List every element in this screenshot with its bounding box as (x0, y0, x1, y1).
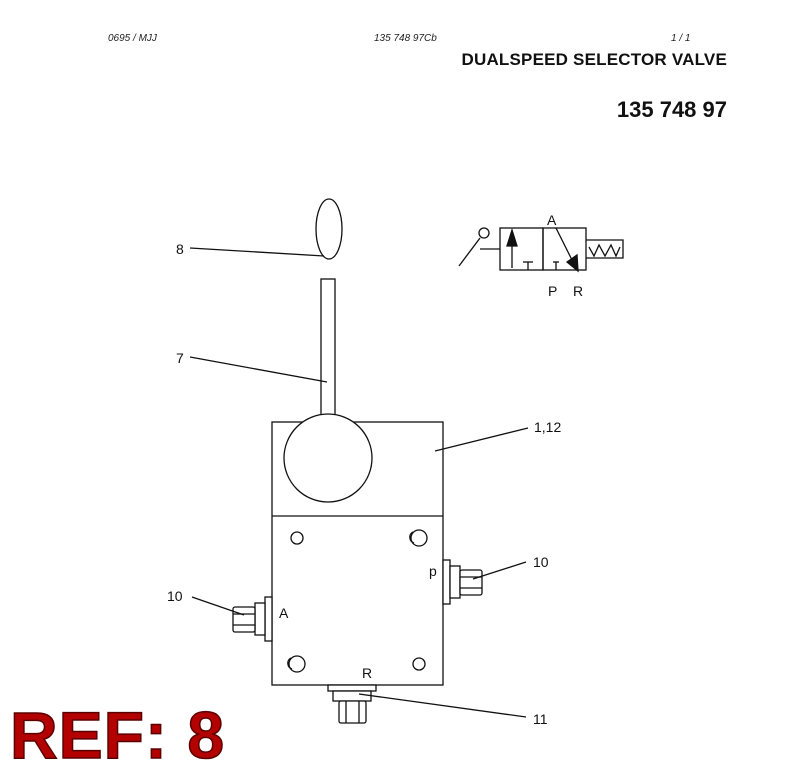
lever-knob (315, 198, 343, 260)
ref-badge: REF: 8 (9, 698, 226, 772)
schematic-label-a: A (547, 212, 557, 228)
port-label-r: R (362, 665, 372, 681)
leader-fitting-left (191, 596, 245, 616)
screw-hole-bottom-left (287, 655, 306, 673)
leader-body (434, 427, 529, 452)
leader-fitting-bottom (358, 693, 527, 718)
port-label-p: p (429, 563, 437, 579)
page-title: DUALSPEED SELECTOR VALVE (461, 50, 727, 69)
lever-hub (283, 413, 373, 503)
screw-hole-top-left (290, 531, 304, 545)
header-doc-code: 0695 / MJJ (108, 33, 157, 44)
fitting-bottom (327, 684, 377, 724)
screw-hole-top-right (409, 529, 428, 547)
callout-knob: 8 (176, 241, 184, 257)
schematic-label-p: P (548, 283, 557, 299)
callout-fitting-left: 10 (167, 588, 183, 604)
leader-lever (189, 356, 328, 383)
callout-lever: 7 (176, 350, 184, 366)
screw-hole-bottom-right (412, 657, 426, 671)
fitting-right (442, 559, 483, 605)
schematic-label-r: R (573, 283, 583, 299)
lever-stem (320, 278, 336, 416)
callout-fitting-right: 10 (533, 554, 549, 570)
valve-schematic-symbol: A P R (458, 212, 624, 299)
leader-fitting-right (472, 561, 527, 580)
port-label-a: A (279, 605, 289, 621)
leader-knob (189, 247, 325, 257)
callout-body: 1,12 (534, 419, 561, 435)
header-page-count: 1 / 1 (671, 33, 691, 44)
fitting-left (232, 596, 273, 642)
part-number: 135 748 97 (616, 97, 727, 122)
header-drawing-number: 135 748 97Cb (374, 33, 437, 44)
callout-fitting-bottom: 11 (533, 711, 548, 727)
